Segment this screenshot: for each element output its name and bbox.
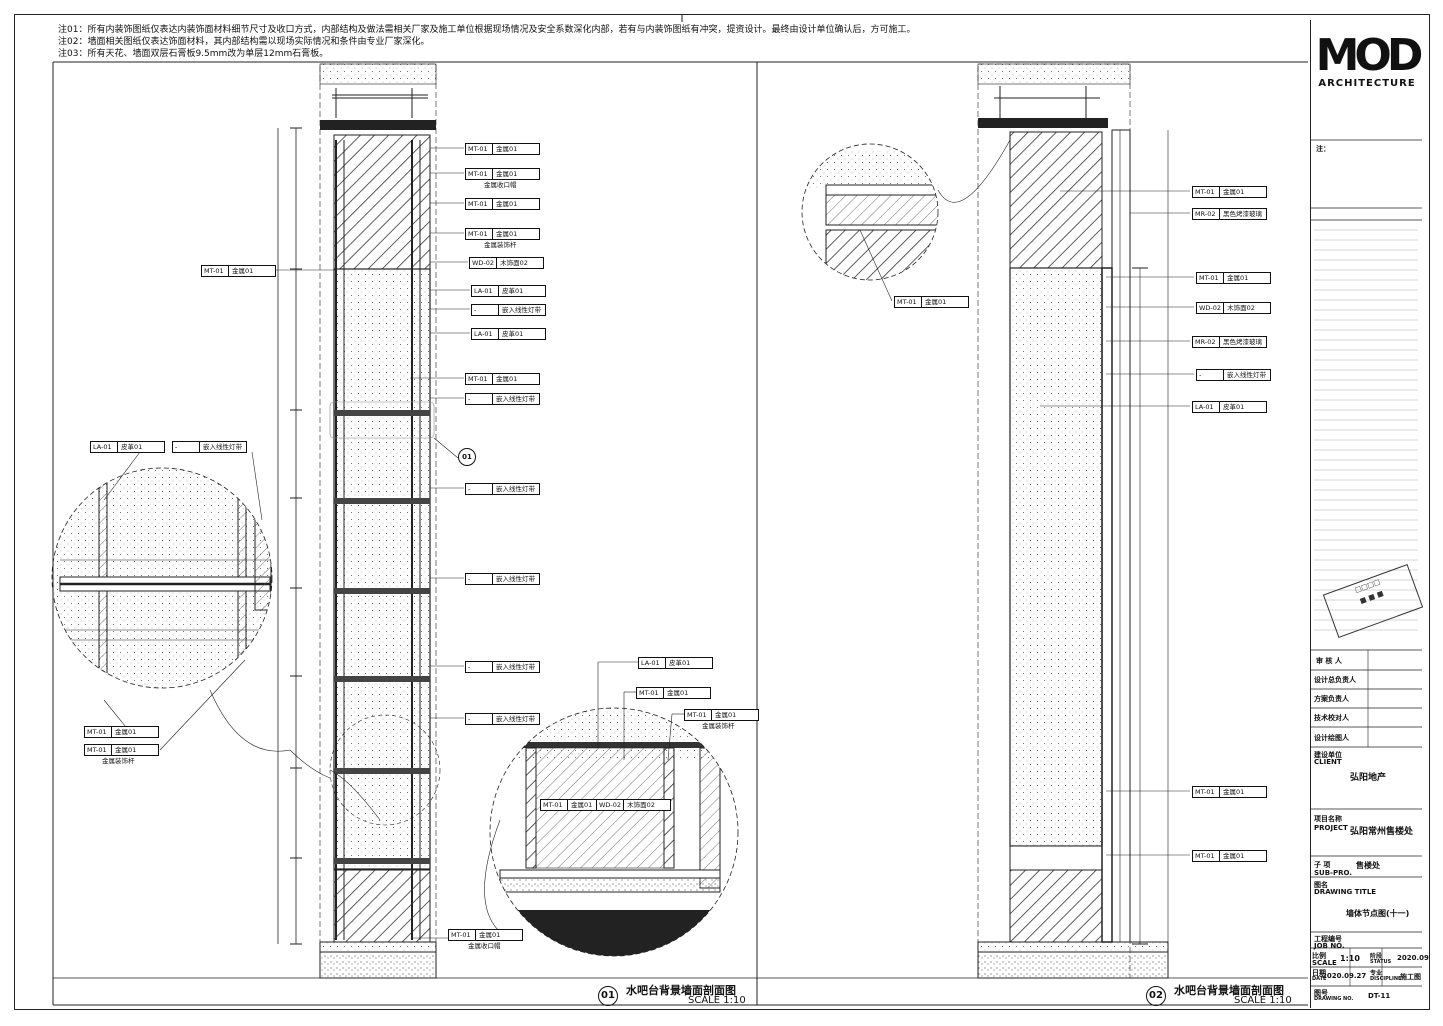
drawing-title-value: 墙体节点图(十一) [1346,909,1410,918]
job-label: 工程编号 [1314,935,1342,943]
role-checker: 技术校对人 [1314,714,1349,722]
discipline-label-en: DISCIPLINE [1370,976,1402,982]
role-reviewer: 审 核 人 [1316,657,1342,665]
drawing-no-value: DT-11 [1368,992,1391,1000]
scale-label-en: SCALE [1312,959,1337,967]
drawing-scale-02: SCALE 1:10 [1234,995,1292,1006]
drawing-scale-01: SCALE 1:10 [688,995,746,1006]
subproject-name: 售楼处 [1356,861,1380,870]
date-label-en: DATE [1312,976,1327,982]
general-notes: 注01：所有内装饰图纸仅表达内装饰面材料细节尺寸及收口方式，内部结构及做法需相关… [58,24,915,60]
tag-note: 金属收口帽 [484,181,517,189]
note-2: 注02：墙面相关图纸仅表达饰面材料，其内部结构需以现场实际情况和条件由专业厂家深… [58,37,430,47]
project-label-en: PROJECT [1314,824,1348,832]
detail-callout[interactable]: 01 [458,448,476,466]
project-name: 弘阳常州售楼处 [1350,827,1414,837]
drawing-title-label: 图名 [1314,881,1328,889]
section-02-column [977,63,1169,979]
material-tag: -嵌入线性灯带 [1196,369,1271,381]
tag-note: 金属收口帽 [468,942,501,950]
drawing-number-02: 02 [1146,986,1166,1006]
material-tag: -嵌入线性灯带 [465,483,540,495]
role-scheme-lead: 方案负责人 [1314,695,1349,703]
note-3: 注03：所有天花、墙面双层石膏板9.5mm改为单层12mm石膏板。 [58,49,329,59]
drawing-number-01: 01 [598,986,618,1006]
status-label: 阶段 [1370,953,1383,960]
discipline-label: 专业 [1370,970,1383,977]
tag-note: 金属装饰杆 [102,757,135,765]
material-tag: -嵌入线性灯带 [465,661,540,673]
project-label: 项目名称 [1314,815,1342,823]
drawing-title-02: 水吧台背景墙面剖面图 [1174,984,1284,997]
status-value: 2020.09 [1397,954,1429,962]
client-label-en: CLIENT [1314,758,1342,766]
client-label: 建设单位 [1314,751,1342,759]
leaders-02 [1040,190,1194,856]
client-name: 弘阳地产 [1350,773,1387,783]
notes-label: 注： [1316,145,1330,153]
drawing-no-label: 图号 [1314,989,1328,997]
material-tag: -嵌入线性灯带 [465,713,540,725]
title-block-grid [1310,139,1422,987]
job-label-en: JOB NO. [1314,942,1345,950]
role-drafter: 设计绘图人 [1314,734,1349,742]
detail-circle-02 [801,143,939,281]
date-value: 2020.09.27 [1322,972,1367,980]
company-logo: MOD ARCHITECTURE [1315,30,1424,90]
material-tag: -嵌入线性灯带 [465,393,540,405]
section-01-column [277,63,459,979]
subproject-label-en: SUB-PRO. [1314,869,1352,877]
tag-note: 金属装饰杆 [484,241,517,249]
date-label: 日期 [1312,969,1326,977]
scale-value: 1:10 [1340,954,1360,963]
detail-circle-left [51,467,273,689]
scale-label: 比例 [1312,952,1326,960]
drawing-no-label-en: DRAWING NO. [1314,996,1354,1002]
material-tag: -嵌入线性灯带 [465,573,540,585]
status-label-en: STATUS [1370,959,1392,965]
tag-note: 金属装饰杆 [702,722,735,730]
material-tag: -嵌入线性灯带 [471,304,546,316]
subproject-label: 子 项 [1314,861,1331,869]
drawing-title-01: 水吧台背景墙面剖面图 [626,984,736,997]
title-block [1310,20,1423,1008]
discipline-value: 施工图 [1400,973,1421,981]
material-tag: -嵌入线性灯带 [172,441,247,453]
drawing-title-label-en: DRAWING TITLE [1314,888,1377,896]
drawing-frame [14,14,1430,1010]
note-1: 注01：所有内装饰图纸仅表达内装饰面材料细节尺寸及收口方式，内部结构及做法需相关… [58,25,916,35]
role-design-lead: 设计总负责人 [1314,676,1356,684]
